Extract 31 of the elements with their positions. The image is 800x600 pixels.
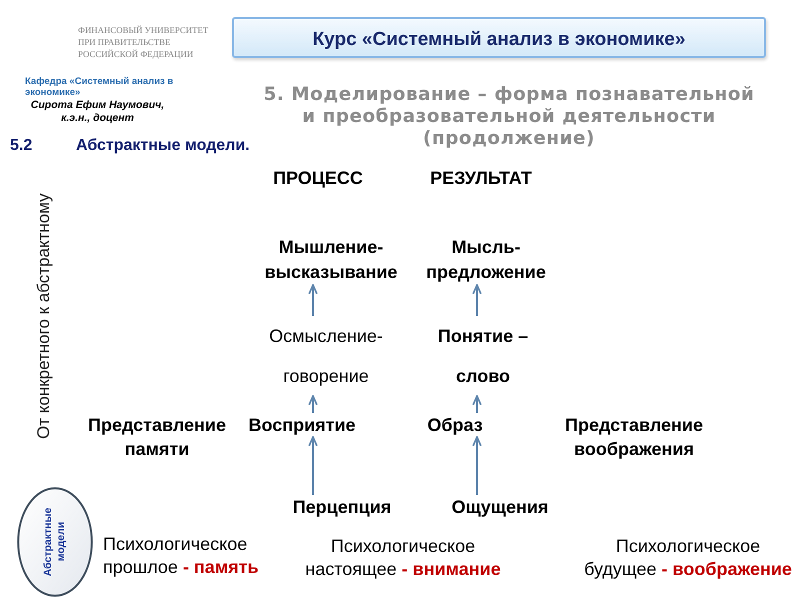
slide-title: 5. Моделирование – форма познавательной и преобразовательной деятельности (продолжение) bbox=[262, 84, 756, 150]
university-name: ФИНАНСОВЫЙ УНИВЕРСИТЕТ ПРИ ПРАВИТЕЛЬСТВЕ РОССИЙСКОЙ ФЕДЕРАЦИИ bbox=[78, 24, 210, 60]
description-text: Психологическое настоящее - внимание bbox=[304, 535, 502, 581]
arrow bbox=[308, 436, 318, 495]
column-heading: ПРОЦЕСС bbox=[273, 167, 363, 190]
term-label: Представление воображения bbox=[565, 414, 703, 461]
author-name: Сирота Ефим Наумович, к.э.н., доцент bbox=[30, 99, 166, 125]
stage-label: Осмысление- говорение bbox=[261, 316, 391, 396]
stage-label: Образ bbox=[427, 413, 483, 437]
ellipse-label: Абстрактные модели bbox=[42, 508, 68, 576]
section-number: 5.2 bbox=[10, 136, 32, 156]
column-heading: РЕЗУЛЬТАТ bbox=[430, 167, 532, 190]
section-heading: Абстрактные модели. bbox=[76, 136, 250, 156]
department-name: Кафедра «Системный анализ в экономике» bbox=[25, 76, 174, 98]
arrow bbox=[472, 395, 482, 413]
stage-label: Ощущения bbox=[452, 495, 548, 519]
arrow bbox=[472, 436, 482, 495]
term-label: Представление памяти bbox=[88, 414, 226, 461]
vertical-caption: От конкретного к абстрактному bbox=[33, 192, 54, 441]
stage-label: Мысль- предложение bbox=[426, 235, 546, 285]
course-banner: Курс «Системный анализ в экономике» bbox=[232, 17, 766, 58]
description-text: Психологическое прошлое - память bbox=[103, 533, 260, 579]
arrow bbox=[308, 284, 318, 316]
arrow bbox=[308, 395, 318, 413]
stage-label: Перцепция bbox=[292, 495, 392, 519]
stage-label: Мышление- высказывание bbox=[264, 235, 398, 285]
stage-label: Восприятие bbox=[248, 413, 356, 437]
category-ellipse bbox=[17, 487, 93, 597]
description-text: Психологическое будущее - воображение bbox=[583, 535, 793, 581]
stage-label: Понятие – слово bbox=[427, 316, 539, 396]
arrow bbox=[472, 284, 482, 316]
